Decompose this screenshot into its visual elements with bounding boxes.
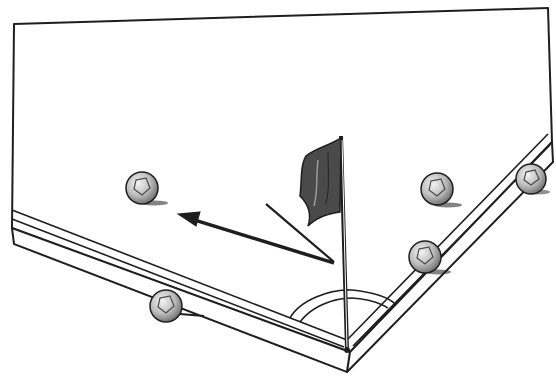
pitch-board [12,8,553,372]
pitch-surface [12,8,552,352]
flag-base [344,347,350,353]
